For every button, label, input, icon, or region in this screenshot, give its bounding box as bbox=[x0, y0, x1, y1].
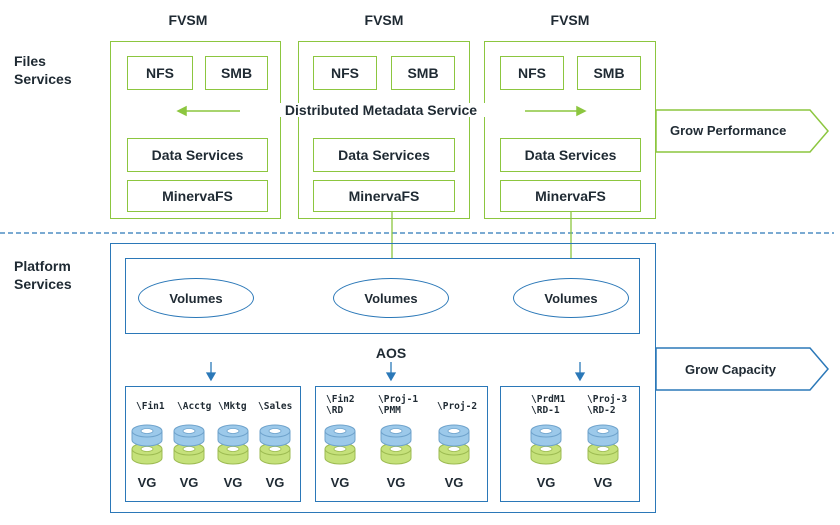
disk-stack-icon bbox=[587, 424, 619, 465]
nfs-box: NFS bbox=[313, 56, 377, 90]
aos-down-arrow bbox=[385, 362, 397, 382]
disk-stack-icon bbox=[530, 424, 562, 465]
vg-group-frame bbox=[500, 386, 640, 502]
disk-stack-icon bbox=[438, 424, 470, 465]
vg-label: VG bbox=[444, 475, 464, 490]
share-label: \Acctg bbox=[177, 401, 212, 412]
smb-box: SMB bbox=[577, 56, 641, 90]
data-services-box: Data Services bbox=[127, 138, 268, 172]
volumes-ellipse: Volumes bbox=[513, 278, 629, 318]
grow-performance-label: Grow Performance bbox=[670, 123, 787, 138]
vg-label: VG bbox=[330, 475, 350, 490]
share-label: \Sales bbox=[258, 401, 293, 412]
disk-stack-icon bbox=[259, 424, 291, 465]
platform-frame bbox=[110, 243, 656, 513]
vg-label: VG bbox=[536, 475, 556, 490]
distributed-metadata-label: Distributed Metadata Service bbox=[256, 103, 506, 117]
nfs-box: NFS bbox=[127, 56, 193, 90]
share-label: \Proj-1 \PMM bbox=[378, 394, 419, 416]
aos-down-arrow bbox=[205, 362, 217, 382]
files-services-label: Files Services bbox=[14, 53, 72, 87]
share-label: \Proj-3 \RD-2 bbox=[587, 394, 628, 416]
volumes-ellipse: Volumes bbox=[333, 278, 449, 318]
share-label: \Mktg bbox=[218, 401, 247, 412]
share-label: \Fin1 bbox=[136, 401, 165, 412]
grow-capacity-label: Grow Capacity bbox=[685, 362, 777, 377]
grow-capacity-chevron bbox=[655, 347, 829, 391]
metadata-arrow-left bbox=[176, 105, 240, 117]
data-services-box: Data Services bbox=[313, 138, 455, 172]
smb-box: SMB bbox=[205, 56, 268, 90]
vg-label: VG bbox=[223, 475, 243, 490]
vg-label: VG bbox=[593, 475, 613, 490]
metadata-arrow-right bbox=[525, 105, 587, 117]
share-label: \Proj-2 bbox=[437, 401, 478, 412]
fvsm-title: FVSM bbox=[550, 12, 590, 28]
disk-stack-icon bbox=[324, 424, 356, 465]
aos-down-arrow bbox=[574, 362, 586, 382]
fvsm-title: FVSM bbox=[168, 12, 208, 28]
minervafs-box: MinervaFS bbox=[127, 180, 268, 212]
disk-stack-icon bbox=[380, 424, 412, 465]
data-services-box: Data Services bbox=[500, 138, 641, 172]
smb-box: SMB bbox=[391, 56, 455, 90]
disk-stack-icon bbox=[217, 424, 249, 465]
fvsm-title: FVSM bbox=[364, 12, 404, 28]
vg-label: VG bbox=[265, 475, 285, 490]
disk-stack-icon bbox=[173, 424, 205, 465]
grow-performance-chevron bbox=[655, 109, 829, 153]
share-label: \PrdM1 \RD-1 bbox=[531, 394, 566, 416]
share-label: \Fin2 \RD bbox=[326, 394, 355, 416]
minervafs-box: MinervaFS bbox=[500, 180, 641, 212]
volumes-ellipse: Volumes bbox=[138, 278, 254, 318]
disk-stack-icon bbox=[131, 424, 163, 465]
nfs-box: NFS bbox=[500, 56, 564, 90]
aos-label: AOS bbox=[375, 345, 407, 361]
vg-label: VG bbox=[179, 475, 199, 490]
vg-label: VG bbox=[386, 475, 406, 490]
platform-services-label: Platform Services bbox=[14, 258, 72, 292]
vg-label: VG bbox=[137, 475, 157, 490]
minervafs-box: MinervaFS bbox=[313, 180, 455, 212]
